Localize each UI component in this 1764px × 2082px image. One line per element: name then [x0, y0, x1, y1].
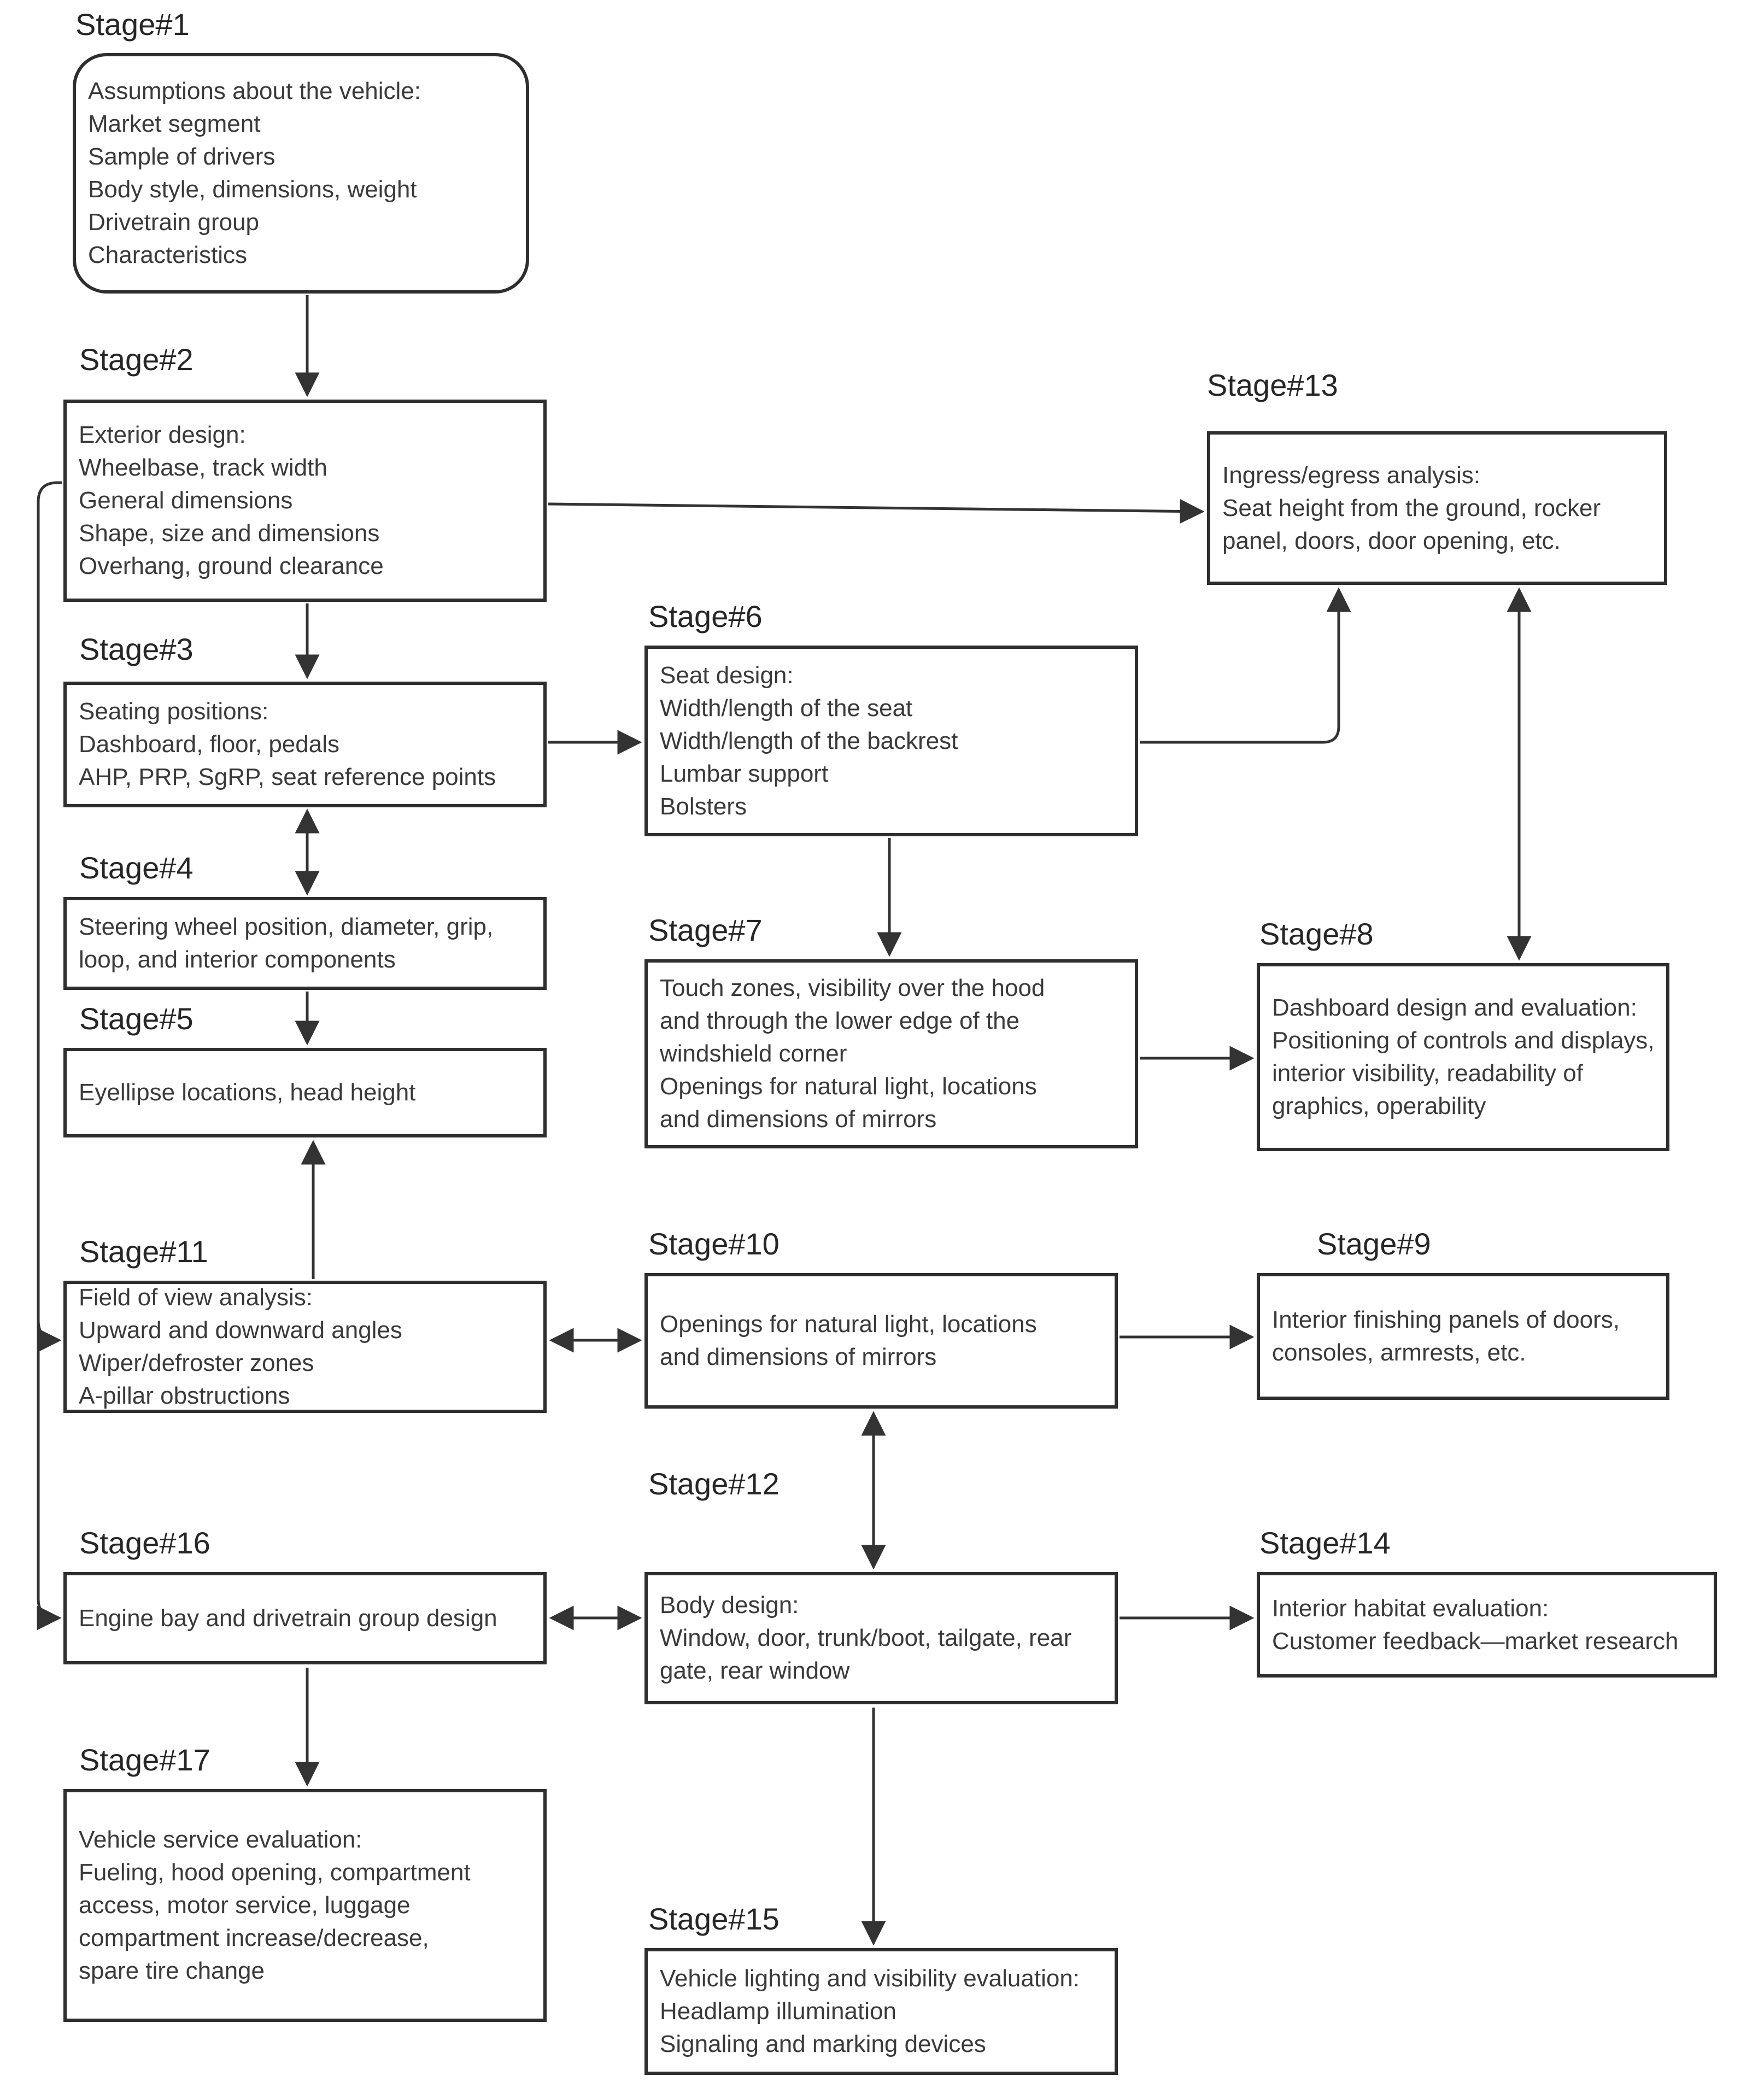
stage-10-box: Openings for natural light, locations an…	[644, 1273, 1118, 1409]
stage-8-label: Stage#8	[1259, 917, 1374, 951]
stage-17-label: Stage#17	[79, 1743, 210, 1777]
stage-11-box: Field of view analysis: Upward and downw…	[63, 1281, 547, 1413]
stage-1-text: Assumptions about the vehicle: Market se…	[88, 78, 421, 268]
stage-13-box: Ingress/egress analysis: Seat height fro…	[1207, 431, 1667, 585]
stage-12-box: Body design: Window, door, trunk/boot, t…	[644, 1572, 1118, 1704]
stage-4-box: Steering wheel position, diameter, grip,…	[63, 897, 547, 990]
stage-11-text: Field of view analysis: Upward and downw…	[79, 1284, 402, 1409]
stage-15-label: Stage#15	[648, 1902, 780, 1936]
stage-14-label: Stage#14	[1259, 1526, 1391, 1560]
stage-13-text: Ingress/egress analysis: Seat height fro…	[1222, 461, 1601, 554]
stage-15-text: Vehicle lighting and visibility evaluati…	[660, 1965, 1080, 2057]
stage-9-box: Interior finishing panels of doors, cons…	[1257, 1273, 1669, 1400]
stage-7-text: Touch zones, visibility over the hood an…	[660, 975, 1045, 1133]
stage-5-text: Eyellipse locations, head height	[79, 1079, 416, 1106]
stage-1-label: Stage#1	[75, 7, 190, 42]
stage-10-label: Stage#10	[648, 1227, 780, 1261]
stage-13-label: Stage#13	[1207, 368, 1338, 402]
stage-2-text: Exterior design: Wheelbase, track width …	[79, 421, 384, 579]
stage-3-text: Seating positions: Dashboard, floor, ped…	[79, 698, 496, 790]
stage-6-label: Stage#6	[648, 599, 763, 634]
edge-s2-s11	[37, 1319, 62, 1353]
stage-8-text: Dashboard design and evaluation: Positio…	[1272, 994, 1655, 1119]
stage-17-text: Vehicle service evaluation: Fueling, hoo…	[79, 1826, 471, 1984]
stage-16-text: Engine bay and drivetrain group design	[79, 1604, 497, 1632]
edge-s2-s13	[548, 499, 1205, 524]
stage-16-label: Stage#16	[79, 1526, 210, 1560]
stage-8-box: Dashboard design and evaluation: Positio…	[1257, 963, 1669, 1151]
stage-6-text: Seat design: Width/length of the seat Wi…	[660, 661, 958, 820]
stage-15-box: Vehicle lighting and visibility evaluati…	[644, 1948, 1118, 2075]
stage-10-text: Openings for natural light, locations an…	[660, 1311, 1037, 1370]
stage-4-text: Steering wheel position, diameter, grip,…	[79, 913, 494, 973]
stage-4-label: Stage#4	[79, 851, 194, 885]
stage-9-text: Interior finishing panels of doors, cons…	[1272, 1306, 1620, 1366]
stage-16-box: Engine bay and drivetrain group design	[63, 1572, 547, 1664]
stage-14-text: Interior habitat evaluation: Customer fe…	[1272, 1594, 1679, 1655]
stage-6-box: Seat design: Width/length of the seat Wi…	[644, 646, 1138, 836]
stage-9-label: Stage#9	[1317, 1227, 1431, 1261]
stage-5-label: Stage#5	[79, 1001, 194, 1036]
stage-12-label: Stage#12	[648, 1467, 780, 1501]
stage-3-box: Seating positions: Dashboard, floor, ped…	[63, 682, 547, 807]
stage-14-box: Interior habitat evaluation: Customer fe…	[1257, 1572, 1717, 1678]
stage-2-box: Exterior design: Wheelbase, track width …	[63, 400, 547, 602]
stage-3-label: Stage#3	[79, 632, 194, 666]
stage-1-box: Assumptions about the vehicle: Market se…	[73, 53, 529, 294]
edge-s6-s13	[1140, 587, 1351, 744]
stage-17-box: Vehicle service evaluation: Fueling, hoo…	[63, 1789, 547, 2022]
edge-s2-s16	[37, 481, 62, 1631]
stage-11-label: Stage#11	[79, 1234, 208, 1269]
stage-7-box: Touch zones, visibility over the hood an…	[644, 959, 1138, 1148]
stage-2-label: Stage#2	[79, 342, 194, 377]
stage-12-text: Body design: Window, door, trunk/boot, t…	[660, 1592, 1072, 1684]
stage-7-label: Stage#7	[648, 913, 763, 947]
stage-5-box: Eyellipse locations, head height	[63, 1048, 547, 1137]
